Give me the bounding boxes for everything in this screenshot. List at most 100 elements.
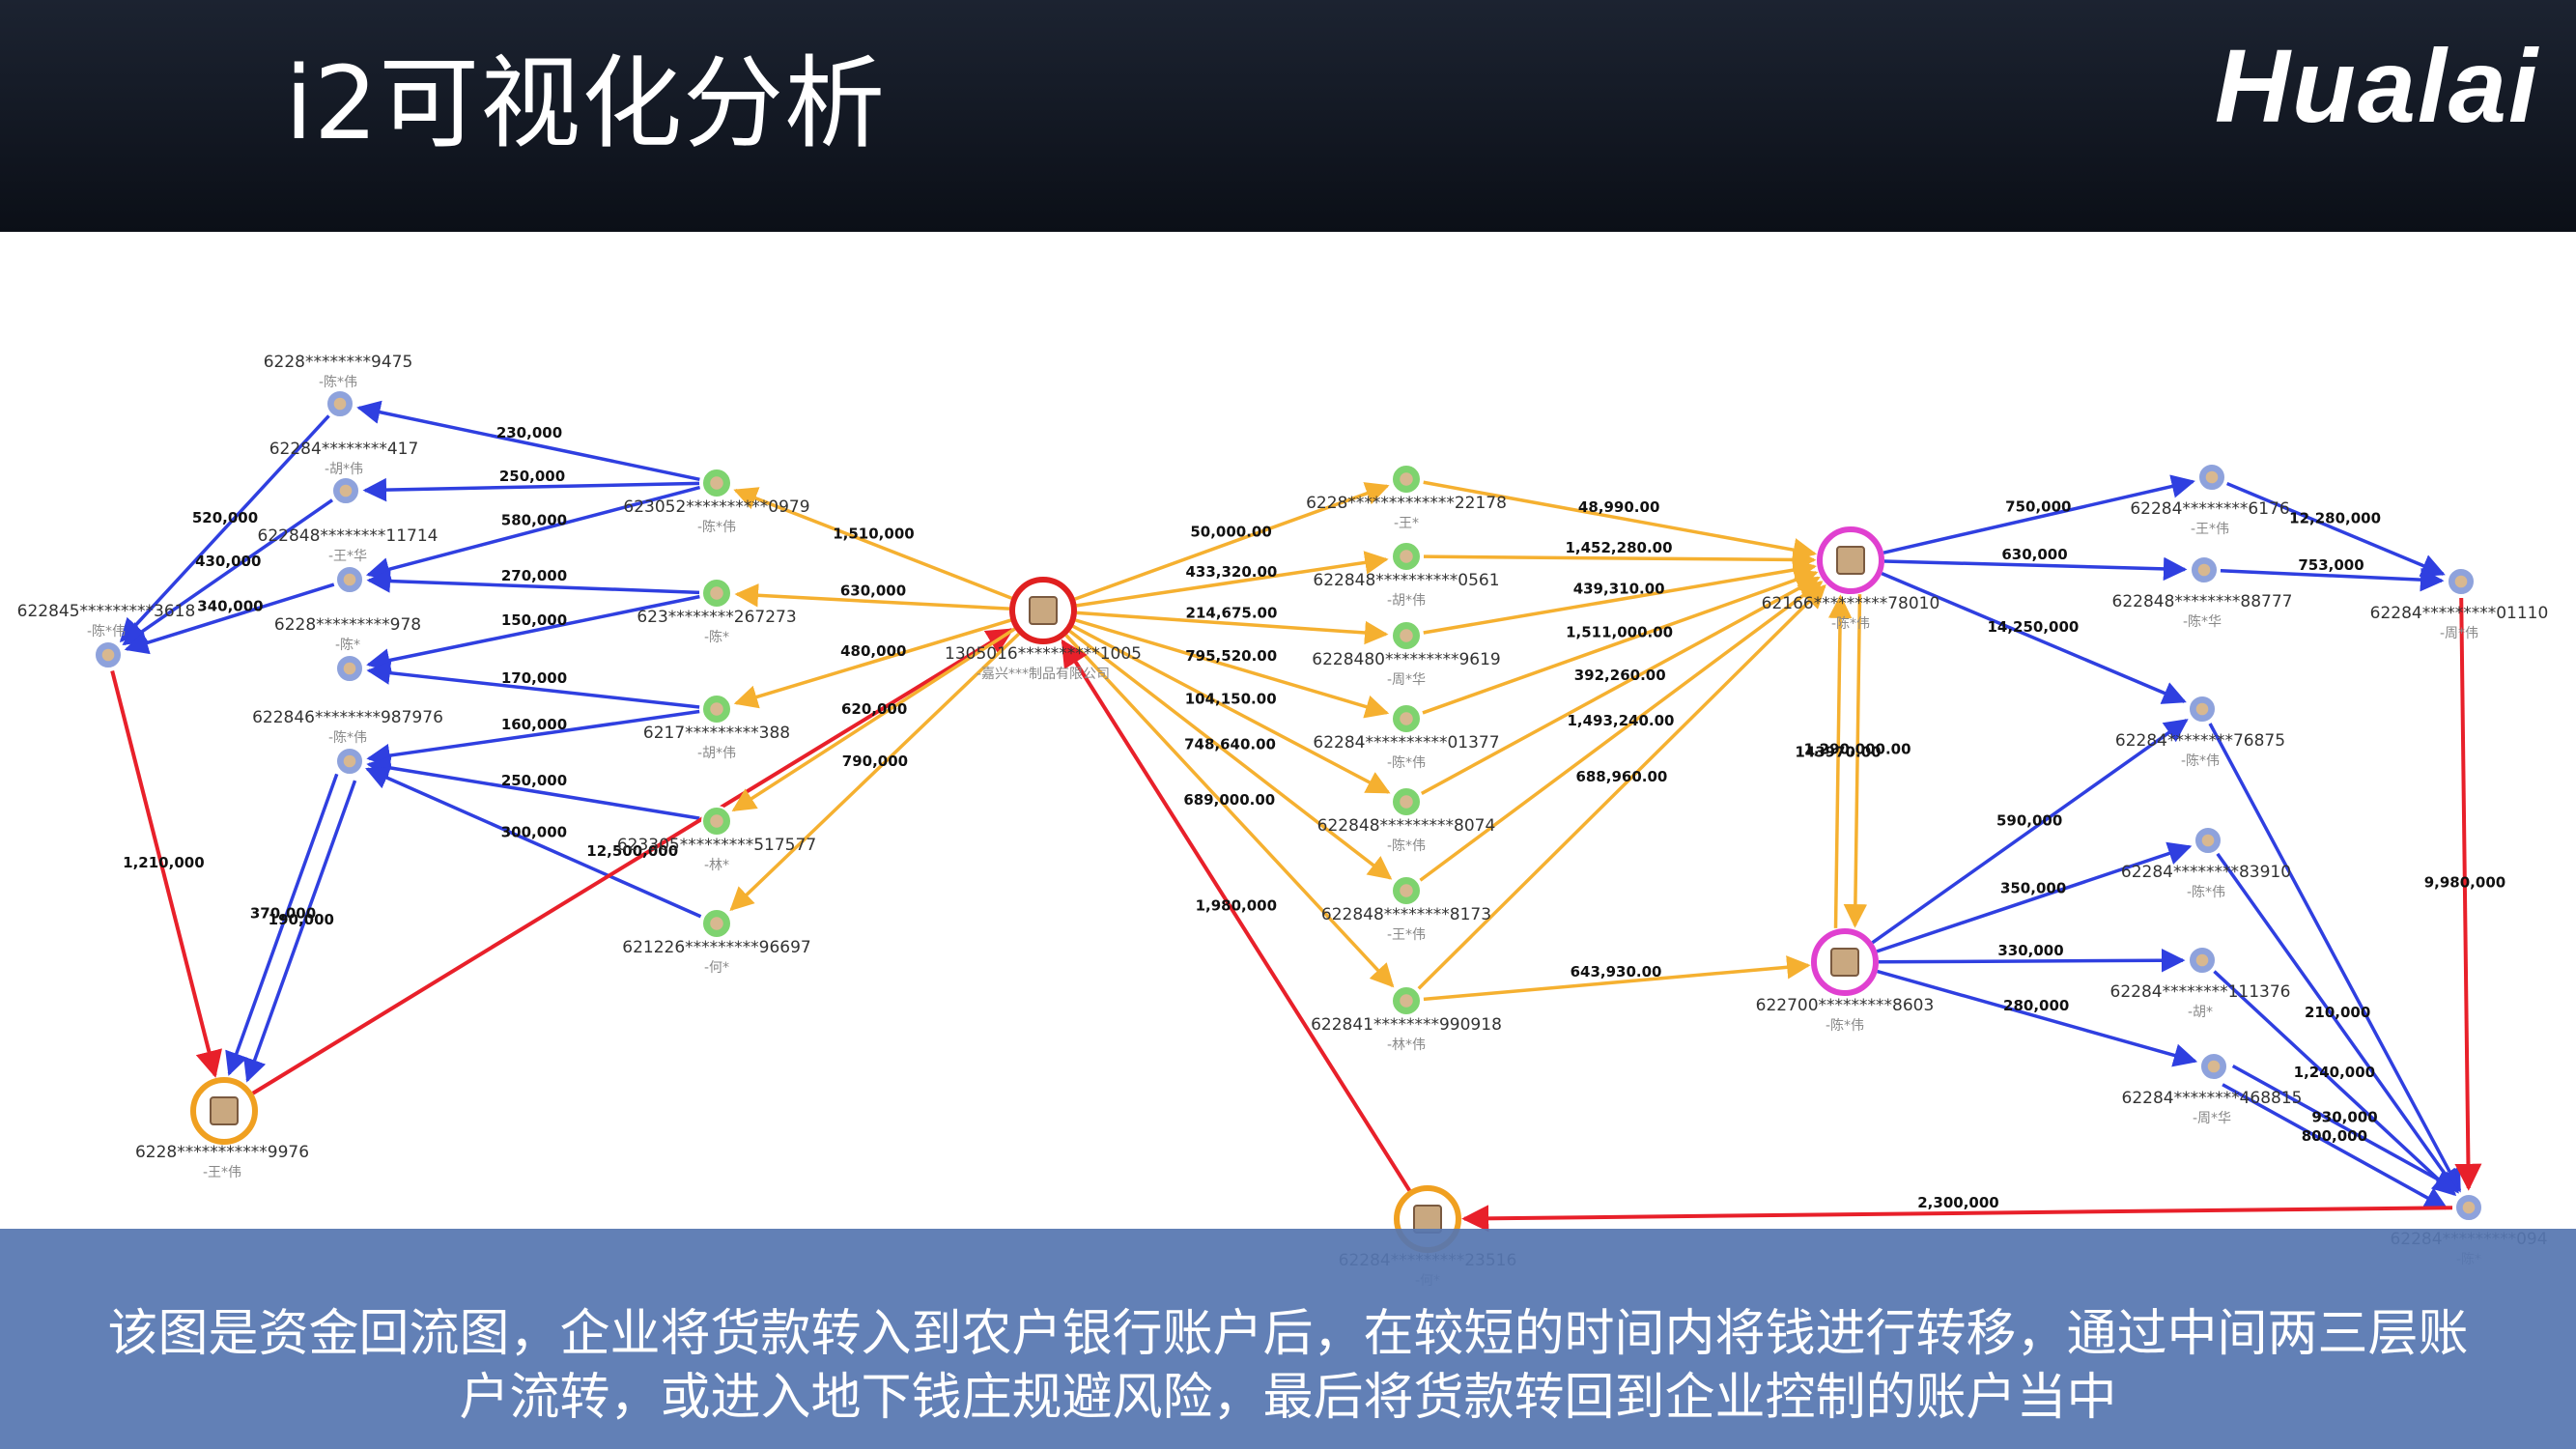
account-node-n978[interactable]: 6228*********978-陈* — [274, 615, 421, 683]
edge-g22178-to-m78010 — [1423, 480, 1818, 562]
account-node-g96697[interactable]: 621226*********96697 -何* — [622, 908, 811, 976]
account-number-label: 1305016**********1005 — [945, 644, 1142, 664]
account-number-label: 621226*********96697 — [622, 938, 810, 957]
edge-amount-label: 340,000 — [197, 598, 263, 615]
account-node-g9619[interactable]: 6228480*********9619-周*华 — [1312, 620, 1501, 688]
account-number-label: 6228***********9976 — [135, 1143, 309, 1162]
account-node-n11714[interactable]: 622848********11714-王*华 — [258, 526, 439, 594]
account-node-n6176[interactable]: 62284********6176-王*伟 — [2130, 463, 2290, 537]
account-number-label: 622841********990918 — [1311, 1015, 1502, 1035]
account-node-g22178[interactable]: 6228*************22178-王* — [1306, 464, 1507, 531]
account-node-g990918[interactable]: 622841********990918-林*伟 — [1311, 985, 1502, 1053]
edge-amount-label: 748,640.00 — [1184, 735, 1276, 753]
account-node-o9976[interactable]: 6228***********9976-王*伟 — [135, 1077, 309, 1180]
edge-g267273-to-n11714 — [366, 569, 700, 595]
account-number-label: 6228********9475 — [264, 353, 413, 372]
account-node-g388[interactable]: 6217*********388-胡*伟 — [643, 694, 790, 761]
account-node-n9475[interactable]: 6228********9475-陈*伟 — [264, 353, 413, 418]
account-holder-icon — [2197, 563, 2211, 577]
edge-amount-label: 2,300,000 — [1917, 1194, 1998, 1211]
account-node-n468815[interactable]: 62284********468815-周*华 — [2122, 1052, 2303, 1126]
account-node-g01377[interactable]: 62284**********01377-陈*伟 — [1313, 703, 1500, 771]
account-node-g8173[interactable]: 622848********8173-王*伟 — [1321, 875, 1491, 943]
account-node-n987976[interactable]: 622846********987976-陈*伟 — [252, 708, 443, 776]
edge-amount-label: 160,000 — [501, 716, 567, 733]
account-node-n01110[interactable]: 62284*********01110-周*伟 — [2370, 567, 2549, 641]
account-node-g267273[interactable]: 623********267273-陈* — [637, 578, 797, 645]
account-holder-icon — [710, 814, 723, 828]
account-holder-icon — [2205, 470, 2219, 484]
account-node-center[interactable]: 1305016**********1005-嘉兴***制品有限公司 — [945, 577, 1142, 682]
edge-amount-label: 150,000 — [501, 611, 567, 629]
account-holder-icon — [710, 702, 723, 716]
edge-g8074-to-m78010 — [1420, 576, 1821, 795]
account-node-g8074[interactable]: 622848*********8074-陈*伟 — [1317, 786, 1496, 854]
account-number-label: 622848********8173 — [1321, 905, 1491, 924]
account-node-n88777[interactable]: 622848********88777-陈*华 — [2112, 555, 2293, 630]
edge-amount-label: 439,310.00 — [1573, 581, 1665, 598]
account-node-n76875[interactable]: 62284********76875-陈*伟 — [2115, 695, 2285, 769]
edge-g517577-to-n987976 — [366, 755, 700, 820]
edge-amount-label: 14,250,000 — [1987, 618, 2079, 636]
account-holder-label: -陈*伟 — [1826, 1017, 1864, 1034]
edge-amount-label: 230,000 — [496, 424, 562, 441]
edge-g9619-to-m78010 — [1423, 557, 1817, 635]
account-holder-label: -王* — [1394, 516, 1419, 531]
edge-amount-label: 50,000.00 — [1190, 524, 1271, 541]
account-holder-icon — [1400, 884, 1413, 897]
account-holder-label: -周*华 — [1387, 672, 1426, 688]
account-holder-icon — [2195, 702, 2209, 716]
edge-m78010-to-n6176 — [1882, 474, 2195, 554]
edge-m8603-to-m78010 — [1827, 594, 1853, 928]
caption-line-2: 户流转，或进入地下钱庄规避风险，最后将货款转回到企业控制的账户当中 — [459, 1369, 2117, 1427]
account-node-n417[interactable]: 62284********417-胡*伟 — [269, 440, 419, 505]
account-holder-icon — [2195, 953, 2209, 967]
edge-amount-label: 170,000 — [501, 669, 567, 687]
account-node-g0979[interactable]: 623052**********0979-陈*伟 — [623, 468, 810, 535]
page-title: i2可视化分析 — [285, 44, 887, 162]
edge-amount-label: 250,000 — [499, 468, 565, 485]
edge-g0561-to-m78010 — [1423, 548, 1817, 572]
edge-n987976-to-o9976 — [225, 773, 339, 1076]
edge-amount-label: 930,000 — [2311, 1109, 2377, 1126]
account-node-n3618[interactable]: 622845*********3618-陈*伟 — [17, 602, 196, 669]
account-node-g517577[interactable]: 623305*********517577-林* — [617, 806, 816, 873]
account-holder-icon — [1830, 948, 1859, 977]
edge-o9976-to-center — [251, 628, 1014, 1095]
account-node-m8603[interactable]: 622700*********8603-陈*伟 — [1756, 928, 1935, 1034]
account-holder-icon — [710, 476, 723, 490]
account-number-label: 622846********987976 — [252, 708, 443, 727]
account-node-m78010[interactable]: 62166*********78010-陈*伟 — [1762, 526, 1940, 632]
edge-amount-label: 9,980,000 — [2424, 874, 2505, 892]
account-holder-label: -陈*伟 — [2181, 753, 2220, 769]
edge-center-to-g0561 — [1076, 551, 1389, 608]
edge-g388-to-n987976 — [366, 709, 700, 768]
account-holder-label: -陈*伟 — [1387, 754, 1426, 771]
account-holder-icon — [1400, 795, 1413, 809]
account-holder-icon — [343, 662, 356, 675]
account-number-label: 62284********6176 — [2130, 499, 2289, 519]
account-holder-label: -胡*伟 — [1387, 593, 1426, 609]
account-holder-icon — [1836, 546, 1865, 575]
edge-n417-to-n3618 — [122, 498, 334, 646]
account-node-n111376[interactable]: 62284********111376-胡* — [2110, 946, 2291, 1020]
edge-n468815-to-n094 — [2222, 1083, 2449, 1210]
account-node-g0561[interactable]: 622848**********0561-胡*伟 — [1313, 541, 1500, 609]
edge-amount-label: 300,000 — [501, 823, 567, 840]
account-number-label: 622845*********3618 — [17, 602, 196, 621]
edge-amount-label: 1,493,240.00 — [1567, 712, 1674, 729]
edge-m8603-to-n468815 — [1877, 969, 2198, 1067]
edge-center-to-g267273 — [734, 583, 1010, 611]
account-holder-label: -胡*伟 — [325, 462, 363, 477]
edge-amount-label: 104,150.00 — [1185, 690, 1277, 707]
account-holder-label: -何* — [704, 960, 729, 976]
account-number-label: 6217*********388 — [643, 724, 790, 743]
edge-amount-label: 370,000 — [250, 904, 316, 922]
edge-amount-label: 630,000 — [2001, 546, 2067, 563]
edge-amount-label: 280,000 — [2003, 997, 2069, 1014]
account-holder-label: -胡* — [2188, 1005, 2213, 1020]
account-holder-label: -周*伟 — [2440, 626, 2478, 641]
account-node-n83910[interactable]: 62284********83910-陈*伟 — [2121, 826, 2291, 900]
edge-amount-label: 1,510,000 — [833, 525, 914, 542]
edge-amount-label: 1,210,000 — [123, 854, 204, 871]
